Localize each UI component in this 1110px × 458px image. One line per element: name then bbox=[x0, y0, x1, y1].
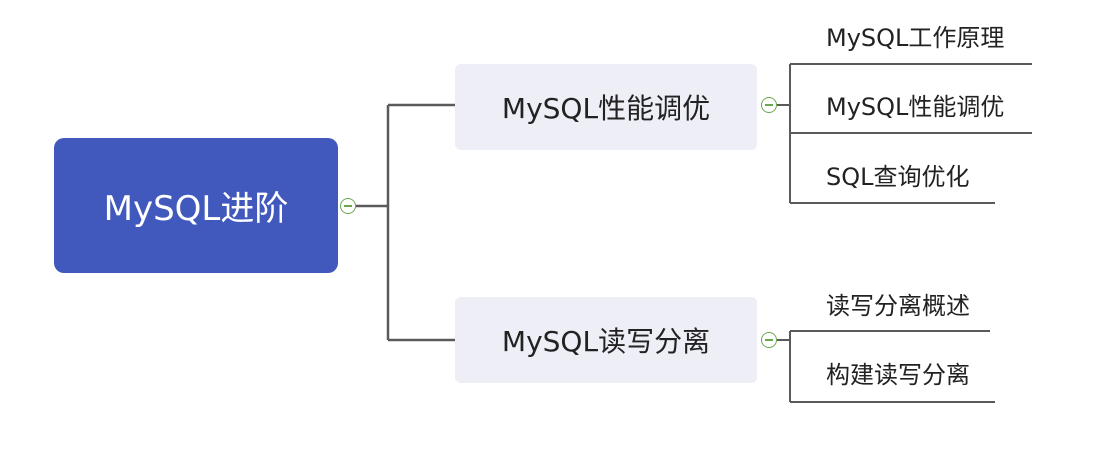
root-topic[interactable]: MySQL进阶 bbox=[54, 138, 338, 273]
branch-topic-label: MySQL性能调优 bbox=[501, 92, 711, 125]
root-connector bbox=[356, 103, 455, 342]
branch-1-collapse-icon[interactable] bbox=[761, 97, 777, 113]
leaf-topic[interactable]: SQL查询优化 bbox=[826, 163, 970, 191]
leaf-topic[interactable]: MySQL工作原理 bbox=[826, 24, 1005, 52]
branch-topic-label: MySQL读写分离 bbox=[501, 325, 711, 358]
root-topic-label: MySQL进阶 bbox=[103, 189, 289, 229]
branch-topic-performance[interactable]: MySQL性能调优 bbox=[455, 64, 757, 150]
root-collapse-icon[interactable] bbox=[340, 198, 356, 214]
branch-2-connector bbox=[777, 330, 995, 403]
branch-2-collapse-icon[interactable] bbox=[761, 332, 777, 348]
leaf-topic[interactable]: 构建读写分离 bbox=[826, 361, 970, 389]
leaf-topic[interactable]: 读写分离概述 bbox=[826, 292, 970, 320]
branch-1-connector bbox=[777, 63, 1032, 204]
branch-topic-read-write-split[interactable]: MySQL读写分离 bbox=[455, 297, 757, 383]
leaf-topic[interactable]: MySQL性能调优 bbox=[826, 93, 1005, 121]
